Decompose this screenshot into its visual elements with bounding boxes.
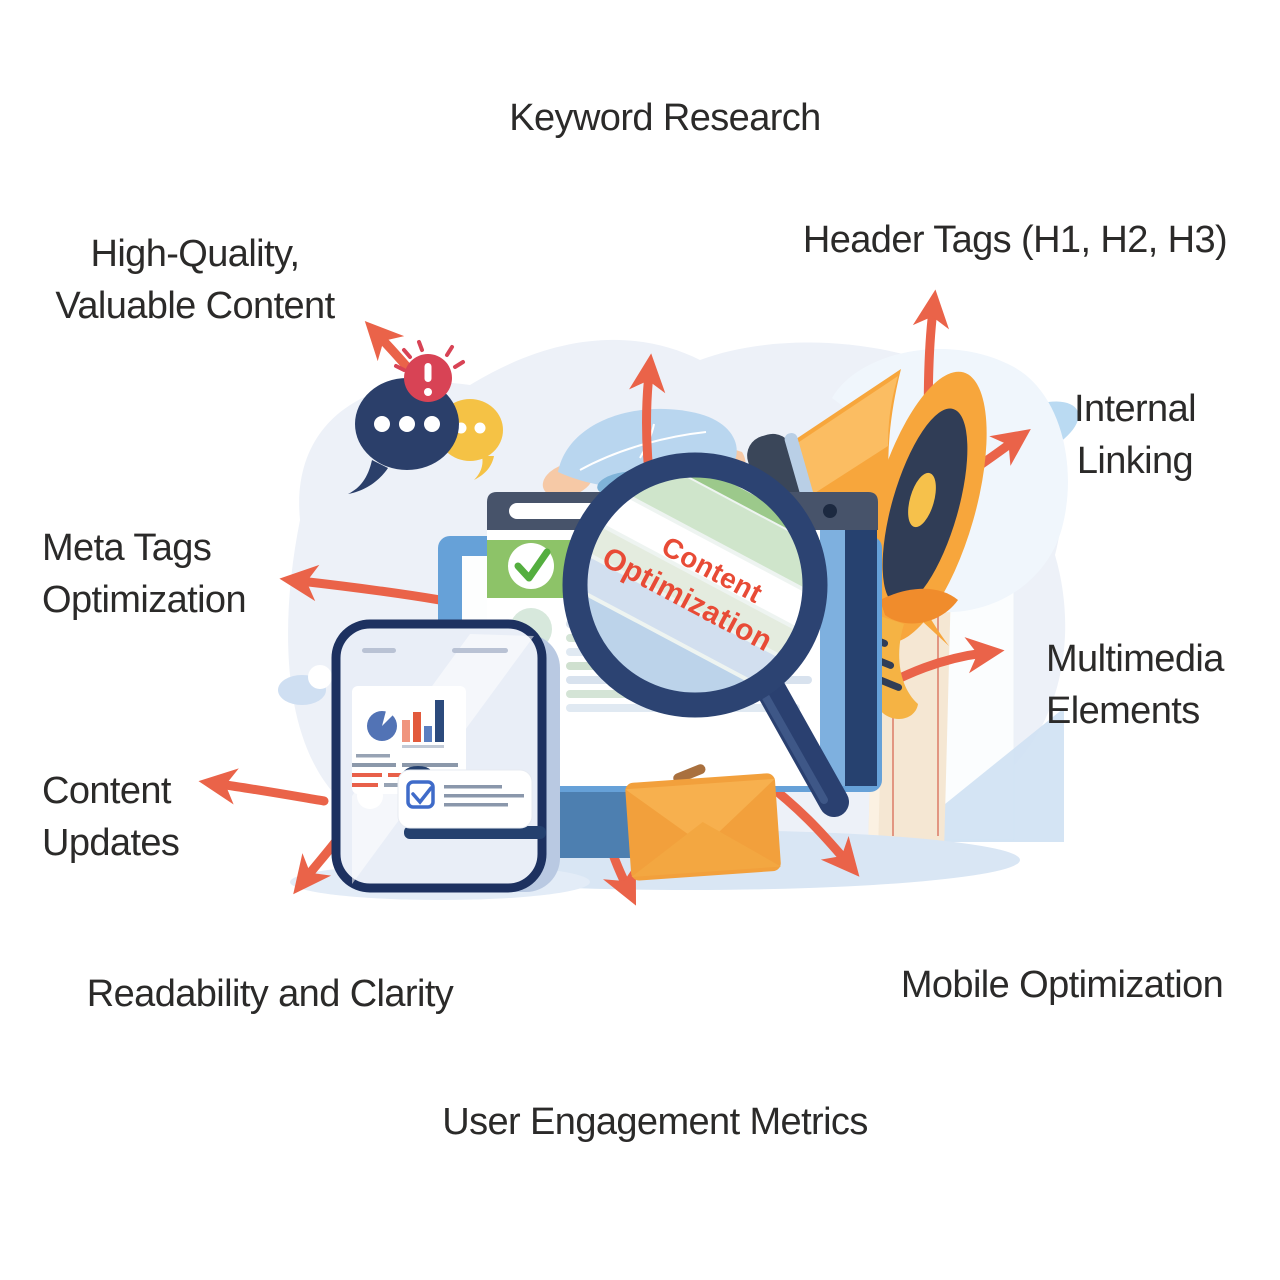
checkbox-icon (406, 780, 435, 809)
label-header-tags: Header Tags (H1, H2, H3) (802, 219, 1228, 261)
checklist-card (397, 769, 533, 829)
label-user-engagement: User Engagement Metrics (442, 1101, 868, 1143)
label-keyword-research: Keyword Research (509, 97, 821, 139)
label-content-updates: Content Updates (42, 770, 180, 864)
label-multimedia-elements: Multimedia Elements (1046, 638, 1224, 732)
smartphone-icon (331, 619, 560, 893)
magnifier-icon: Content Optimization (546, 436, 849, 817)
label-high-quality-content: High-Quality, Valuable Content (55, 233, 335, 327)
bar-chart-icon (402, 700, 444, 748)
arrow-content-updates (198, 768, 329, 806)
alert-icon (394, 340, 465, 402)
envelope-icon (625, 764, 782, 881)
label-readability: Readability and Clarity (86, 973, 454, 1015)
label-mobile-optimization: Mobile Optimization (900, 964, 1224, 1006)
checkmark-icon (514, 548, 551, 582)
arrow-meta-tags (279, 564, 445, 605)
label-meta-tags: Meta Tags Optimization (42, 527, 247, 621)
magnifier-handle (755, 673, 849, 817)
label-internal-linking: Internal Linking (1074, 388, 1197, 482)
